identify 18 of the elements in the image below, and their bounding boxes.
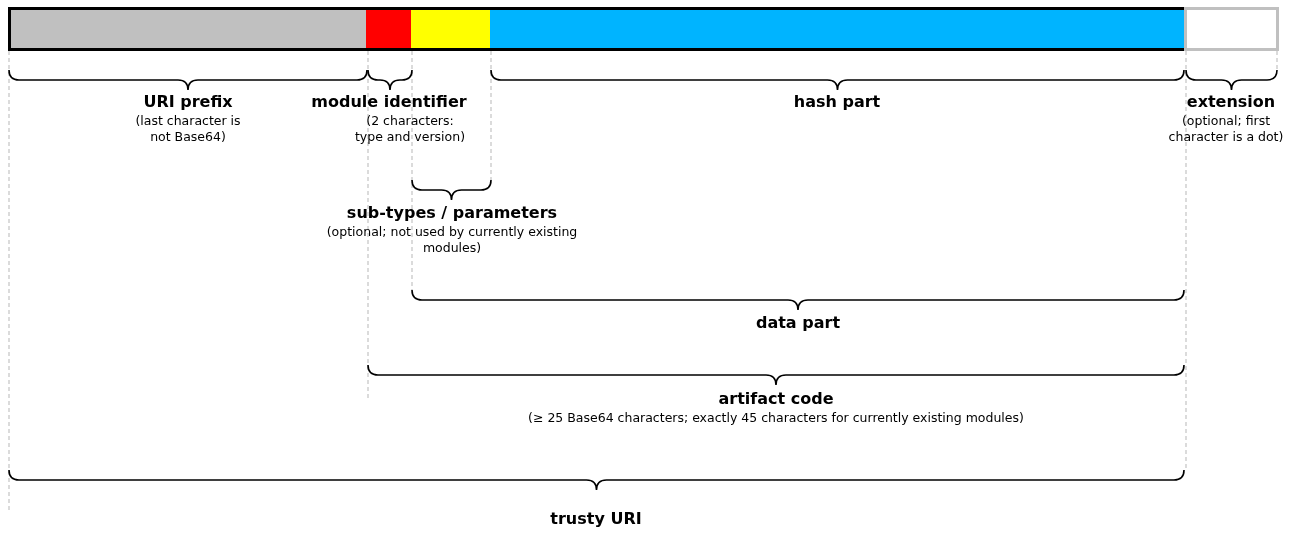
part-name: URI prefix <box>143 92 233 111</box>
part-name: data part <box>755 313 841 332</box>
part-description: (optional; first character is a dot) <box>1167 113 1285 145</box>
bar-segment <box>366 7 414 51</box>
part-description: (optional; not used by currently existing modules) <box>325 224 579 256</box>
part-description: (≥ 25 Base64 characters; exactly 45 characters for currently existing modules) <box>527 410 1025 426</box>
bar-segment <box>1184 7 1279 51</box>
part-description: (last character is not Base64) <box>134 113 242 145</box>
part-name: trusty URI <box>550 509 642 528</box>
part-name: sub-types / parameters <box>346 203 558 222</box>
bar-segment <box>8 7 369 51</box>
part-name: hash part <box>793 92 881 111</box>
part-description: (2 characters: type and version) <box>353 113 466 145</box>
part-name: extension <box>1186 92 1276 111</box>
bar-segment <box>490 7 1187 51</box>
part-name: module identifier <box>311 92 467 111</box>
part-name: artifact code <box>718 389 834 408</box>
bar-segment <box>411 7 493 51</box>
